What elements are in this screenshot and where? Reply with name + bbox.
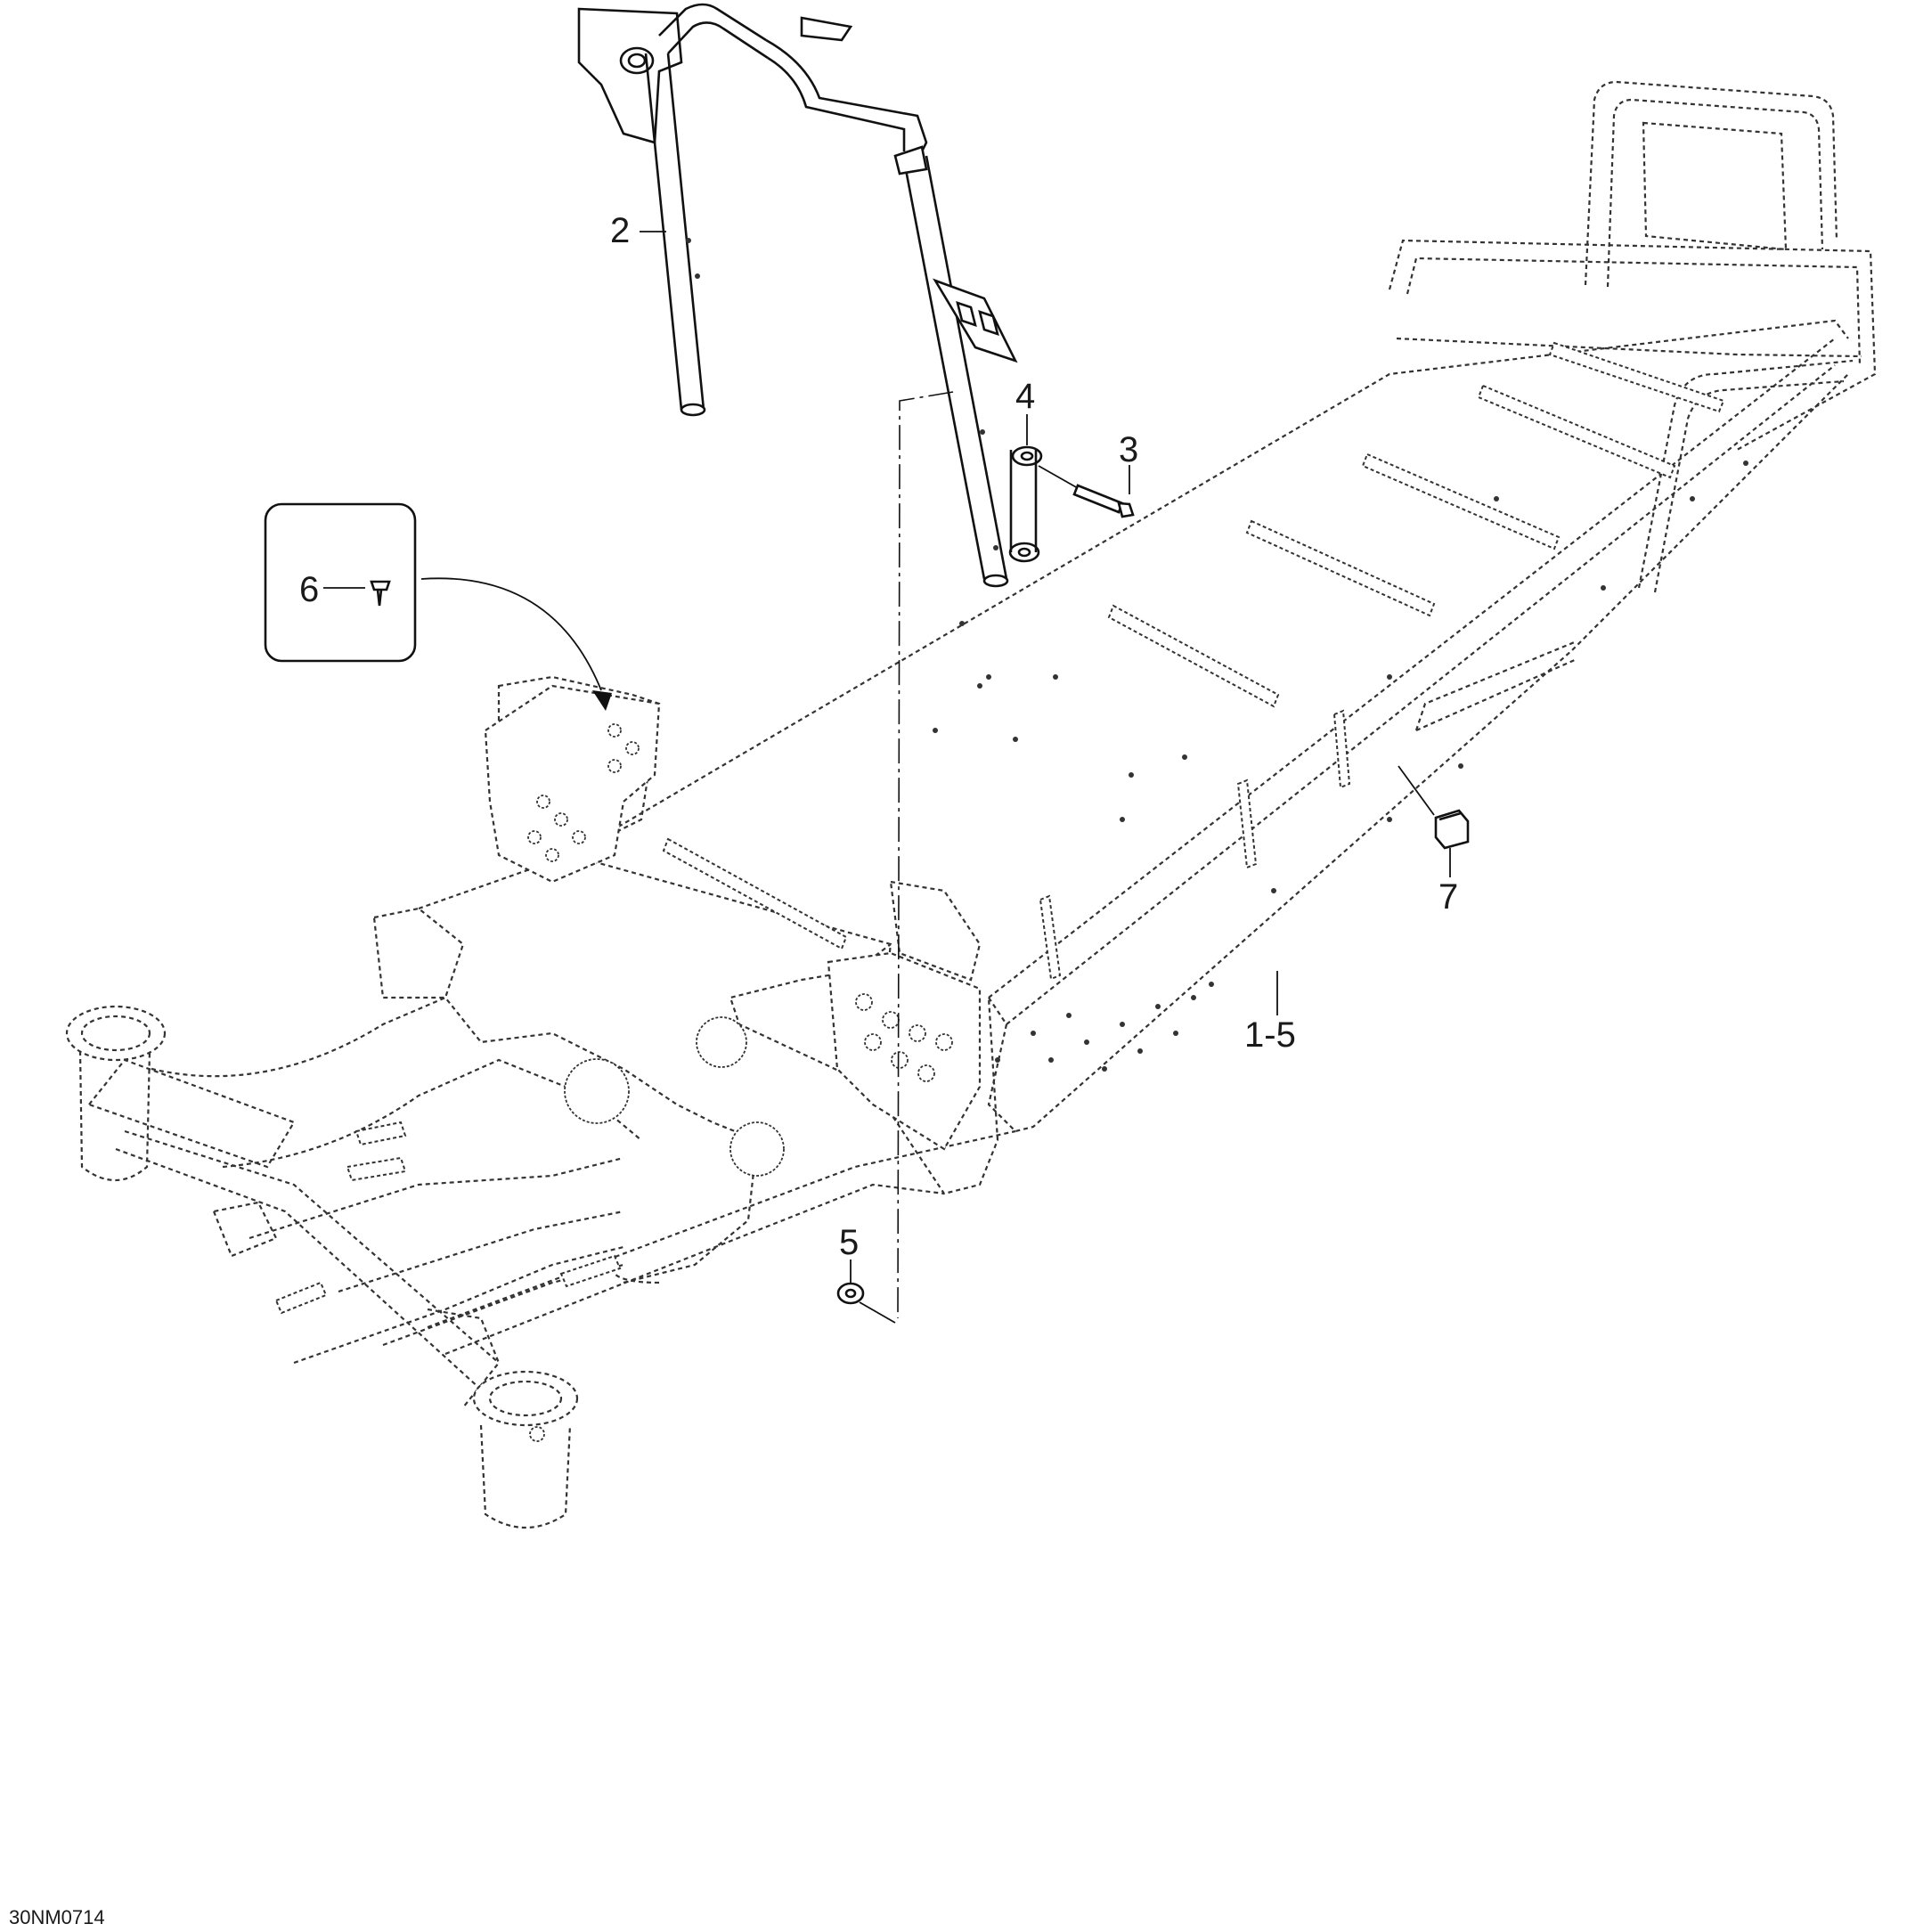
diagram-reference-code: 30NM0714 [9,1906,105,1928]
callout-5: 5 [839,1223,859,1262]
rivet-holes [933,461,1748,1072]
steering-support-part [577,3,1018,588]
detail-box-item-6 [264,502,612,711]
callout-leaders [323,231,1451,1283]
callout-6: 6 [299,570,319,609]
callout-labels: 2 4 3 6 7 1-5 5 30NM0714 [9,211,1458,1928]
tunnel-frame [65,80,1877,1528]
bolt-washer-parts [1008,445,1135,563]
callout-2: 2 [610,211,630,250]
assembly-axis-line [897,391,954,1319]
plug-part [1398,765,1470,850]
callout-1-5: 1-5 [1244,1015,1296,1055]
callout-3: 3 [1119,430,1138,469]
nut-part [836,1282,896,1324]
callout-4: 4 [1015,377,1035,416]
callout-7: 7 [1438,877,1458,917]
